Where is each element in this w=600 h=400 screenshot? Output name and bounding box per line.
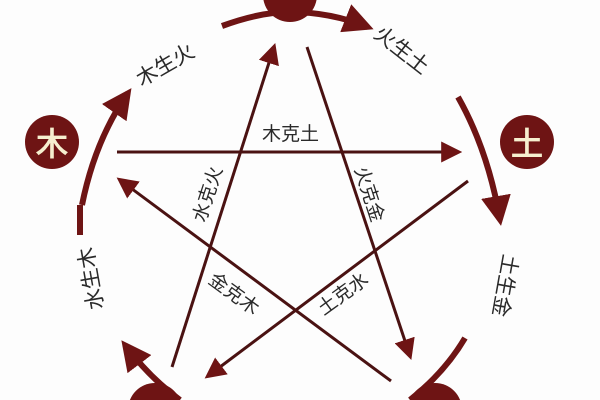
node-metal (408, 383, 462, 400)
line-earth-water (204, 179, 469, 379)
node-fire (263, 0, 317, 22)
arc-left-upper (79, 88, 132, 206)
line-metal-wood (116, 177, 392, 383)
label-wood-controls-earth: 木克土 (262, 123, 320, 145)
arc-right-upper (455, 95, 511, 226)
node-water (128, 383, 182, 400)
line-water-fire (170, 42, 279, 368)
line-fire-metal (305, 46, 415, 360)
node-earth: 土 (500, 115, 554, 169)
node-wood: 木 (25, 115, 79, 169)
